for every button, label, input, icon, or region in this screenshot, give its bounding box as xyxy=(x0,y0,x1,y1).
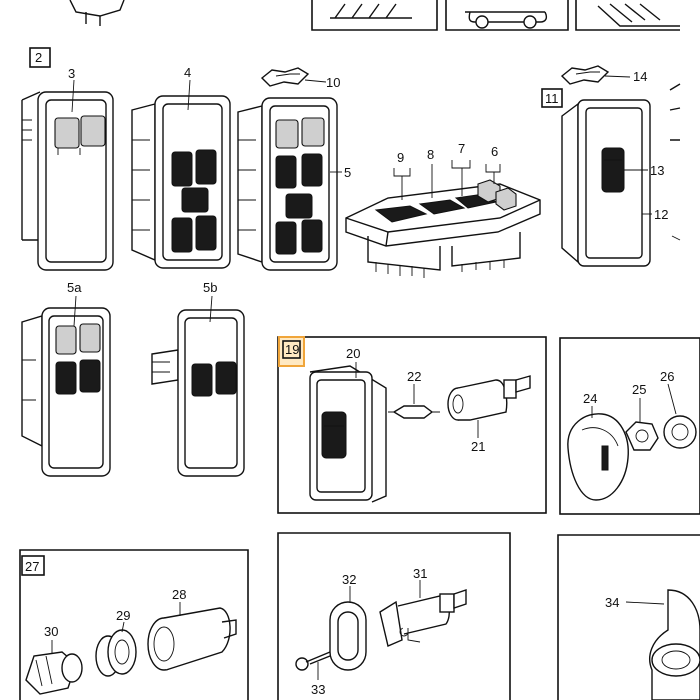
switch-panel-3 xyxy=(21,91,114,271)
callout-28: 28 xyxy=(172,587,186,602)
bezel-32 xyxy=(329,601,367,671)
box-label-19[interactable]: 19 xyxy=(278,336,305,367)
callout-14: 14 xyxy=(633,69,647,84)
illuminated-switch-20 xyxy=(309,365,387,503)
bulb-holder-21 xyxy=(447,375,531,421)
lighter-knob-30 xyxy=(25,651,83,695)
screw-33 xyxy=(295,651,331,671)
box-label-11-text: 11 xyxy=(545,91,559,106)
knob-24 xyxy=(567,413,629,501)
switch-panel-5 xyxy=(237,97,338,271)
gear-knob-34 xyxy=(649,589,700,700)
callout-20: 20 xyxy=(346,346,360,361)
callout-32: 32 xyxy=(342,572,356,587)
callout-22: 22 xyxy=(407,369,421,384)
box-label-2: 2 xyxy=(29,47,51,68)
callout-3: 3 xyxy=(68,66,75,81)
box-label-27-text: 27 xyxy=(25,559,39,574)
callout-31: 31 xyxy=(413,566,427,581)
switch-panel-5b xyxy=(151,309,245,477)
callout-26: 26 xyxy=(660,369,674,384)
box-label-2-text: 2 xyxy=(35,50,42,65)
callout-29: 29 xyxy=(116,608,130,623)
callout-5b: 5b xyxy=(203,280,217,295)
clip-14 xyxy=(560,65,610,85)
callout-10: 10 xyxy=(326,75,340,90)
top-icon-strip xyxy=(69,0,680,31)
callout-24: 24 xyxy=(583,391,597,406)
switch-block-6-9 xyxy=(345,179,541,278)
callout-8: 8 xyxy=(427,147,434,162)
callout-13: 13 xyxy=(650,163,664,178)
callout-5a: 5a xyxy=(67,280,82,295)
lighter-socket-28 xyxy=(147,607,237,671)
bulb-22 xyxy=(388,405,440,419)
callout-4: 4 xyxy=(184,65,191,80)
callout-21: 21 xyxy=(471,439,485,454)
frame-box-24 xyxy=(559,337,700,515)
callout-5: 5 xyxy=(344,165,351,180)
switch-panel-5a xyxy=(21,307,111,477)
box-label-27: 27 xyxy=(21,555,45,576)
callout-25: 25 xyxy=(632,382,646,397)
clip-10 xyxy=(260,67,310,87)
switch-panel-4 xyxy=(131,95,231,269)
nut-25 xyxy=(625,421,659,451)
box-label-19-text: 19 xyxy=(285,342,299,357)
callout-33: 33 xyxy=(311,682,325,697)
lamp-holder-31 xyxy=(379,589,467,647)
callout-34: 34 xyxy=(605,595,619,610)
callout-30: 30 xyxy=(44,624,58,639)
callout-6: 6 xyxy=(491,144,498,159)
callout-9: 9 xyxy=(397,150,404,165)
callout-7: 7 xyxy=(458,141,465,156)
frame-box-19 xyxy=(277,336,547,514)
lighter-ring-29 xyxy=(95,629,137,677)
box-label-11: 11 xyxy=(541,88,563,108)
washer-26 xyxy=(663,415,697,449)
callout-12: 12 xyxy=(654,207,668,222)
switch-panel-12 xyxy=(561,99,651,267)
